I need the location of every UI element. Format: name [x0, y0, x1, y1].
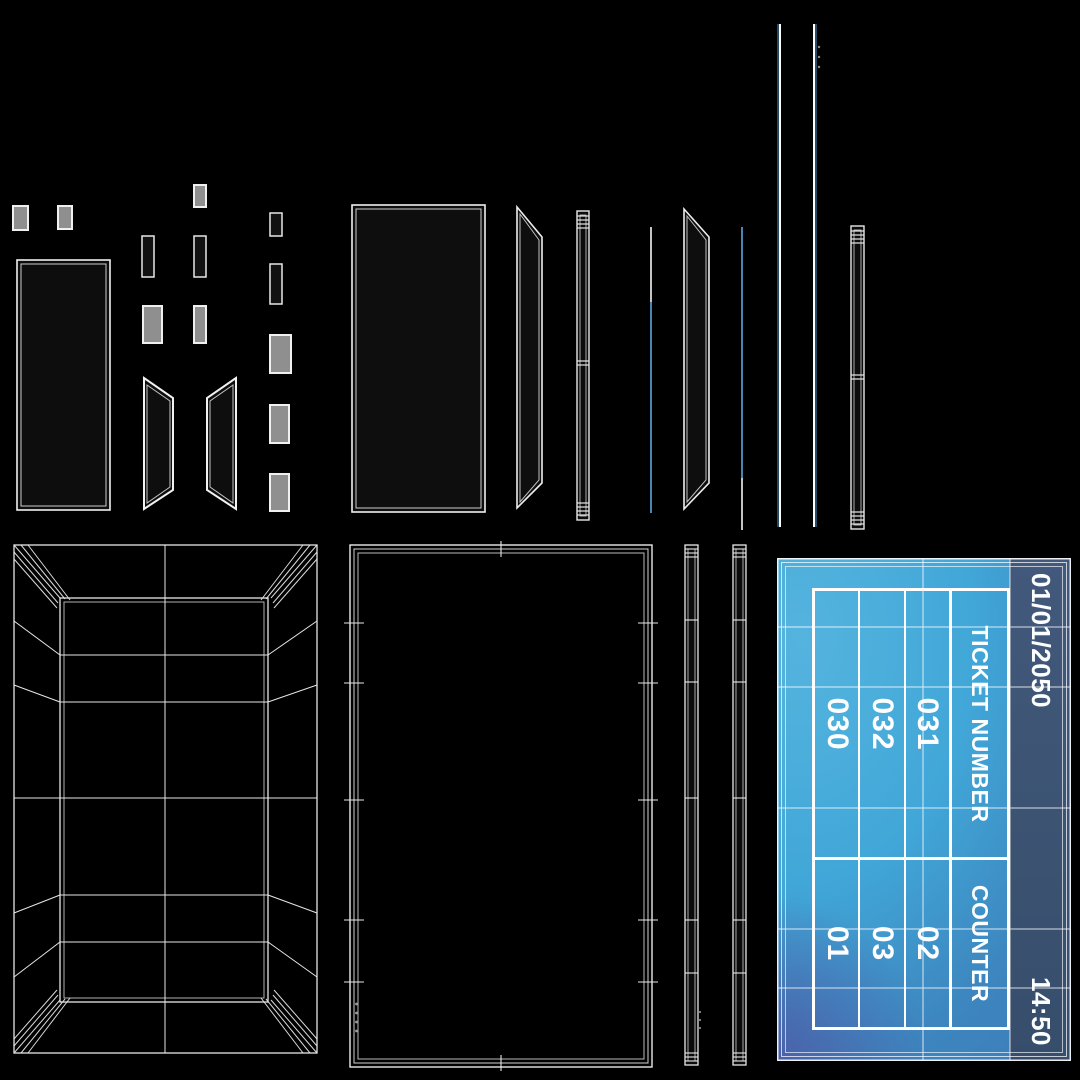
- back-plate-panel: [16, 259, 111, 511]
- screen-time: 14:50: [1026, 977, 1056, 1046]
- bezel-side-strip-1: [684, 544, 702, 1066]
- edge-bar-hatched-1: [576, 210, 590, 521]
- counter-value: 02: [911, 925, 945, 962]
- back-shell-wireframe: [13, 544, 318, 1054]
- side-wall-trapezoids: [143, 376, 237, 511]
- table-row: 031 02: [903, 591, 949, 1027]
- column-header-counter: COUNTER: [967, 884, 993, 1003]
- vertex-dots: [355, 1002, 358, 1033]
- counter-value: 01: [820, 925, 854, 962]
- screen-date: 01/01/2050: [1026, 573, 1056, 709]
- ticket-display-screen-face: 01/01/2050 14:50 TICKET NUMBER COUNTER 0…: [777, 558, 1071, 1061]
- screen-header-bar: 01/01/2050 14:50: [1010, 558, 1071, 1061]
- ticket-table: TICKET NUMBER COUNTER 031 02 032 03 030 …: [812, 588, 1010, 1030]
- counter-value: 03: [866, 925, 900, 962]
- panel-side-left: [516, 204, 543, 510]
- ticket-number-value: 031: [905, 591, 949, 860]
- long-edge-line-1: [777, 24, 781, 527]
- table-row: 032 03: [858, 591, 904, 1027]
- edge-bar-hatched-2: [850, 225, 865, 530]
- bezel-side-strip-2: [732, 544, 747, 1066]
- ticket-number-value: 032: [860, 591, 904, 860]
- mount-chips-gray: [12, 184, 292, 512]
- table-row: 030 01: [815, 591, 859, 1027]
- mount-chips-dark: [141, 212, 283, 305]
- ticket-display-screen: 01/01/2050 14:50 TICKET NUMBER COUNTER 0…: [777, 558, 1071, 1061]
- long-edge-line-2: [813, 24, 821, 527]
- panel-side-right: [683, 206, 710, 511]
- panel-front-face: [351, 204, 486, 513]
- ticket-number-value: 030: [815, 591, 859, 860]
- table-header-row: TICKET NUMBER COUNTER: [949, 591, 1007, 1027]
- front-bezel-frame: [344, 541, 658, 1071]
- column-header-ticket-number: TICKET NUMBER: [952, 591, 1007, 860]
